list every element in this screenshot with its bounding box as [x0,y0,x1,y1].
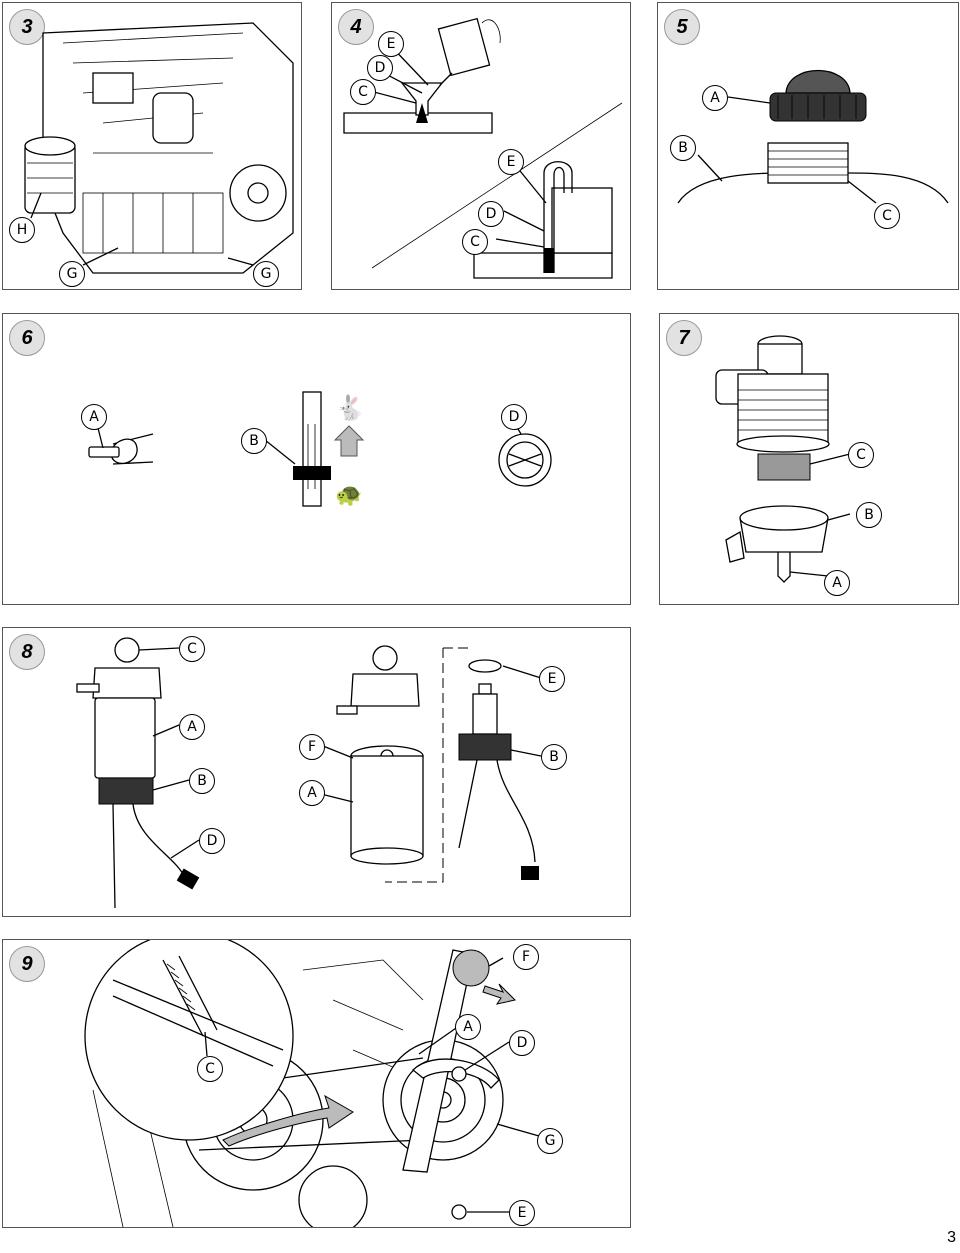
figure-8: 8 C A B D E [2,627,631,917]
figure-6: 6 🐇 🐢 A B D [2,313,631,605]
callout-b: B [856,502,882,528]
engine-oil-illustration [24,22,294,274]
figure-3: 3 H G G [2,2,302,290]
tank-cap-illustration [677,70,949,204]
controls-illustration [88,391,552,507]
figure-number: 6 [9,320,45,356]
fuel-filter-illustration [76,637,542,909]
callout-b: B [241,428,267,454]
callout-a: A [824,570,850,596]
figure-7: 7 C B A [659,313,959,605]
belt-tension-illustration [84,940,540,1227]
oil-fill-illustration [343,17,623,279]
callout-a-right: A [299,780,325,806]
callout-c: C [874,203,900,229]
callout-a: A [455,1014,481,1040]
callout-d: D [509,1030,535,1056]
turtle-icon: 🐢 [335,482,363,507]
callout-g-right: G [253,261,279,287]
callout-a: A [702,85,728,111]
callout-g-left: G [59,261,85,287]
figure-5: 5 A B C [657,2,959,290]
figure-number: 9 [9,946,45,982]
callout-c: C [197,1056,223,1082]
rabbit-icon: 🐇 [335,395,365,422]
callout-b: B [670,135,696,161]
callout-a-left: A [179,714,205,740]
callout-e: E [509,1200,535,1226]
callout-e-top: E [378,31,404,57]
callout-d: D [199,828,225,854]
callout-c-top: C [350,79,376,105]
callout-c: C [848,442,874,468]
callout-g: G [537,1128,563,1154]
figure-4: 4 E D C E D C [331,2,631,290]
page-number: 3 [947,1229,956,1246]
callout-e: E [539,666,565,692]
figure-number: 5 [664,9,700,45]
callout-b-left: B [189,768,215,794]
callout-a: A [81,404,107,430]
callout-f: F [299,734,325,760]
callout-c-bottom: C [462,229,488,255]
callout-d: D [501,404,527,430]
callout-c: C [179,636,205,662]
callout-d-top: D [367,55,393,81]
figure-number: 7 [666,320,702,356]
callout-b-right: B [541,744,567,770]
callout-h: H [9,217,35,243]
air-filter-illustration [715,335,851,583]
figure-number: 4 [338,9,374,45]
callout-d-bottom: D [478,201,504,227]
callout-e-bottom: E [498,149,524,175]
figure-number: 3 [9,9,45,45]
figure-9: 9 F A D C [2,939,631,1228]
callout-f: F [513,944,539,970]
figure-number: 8 [9,634,45,670]
